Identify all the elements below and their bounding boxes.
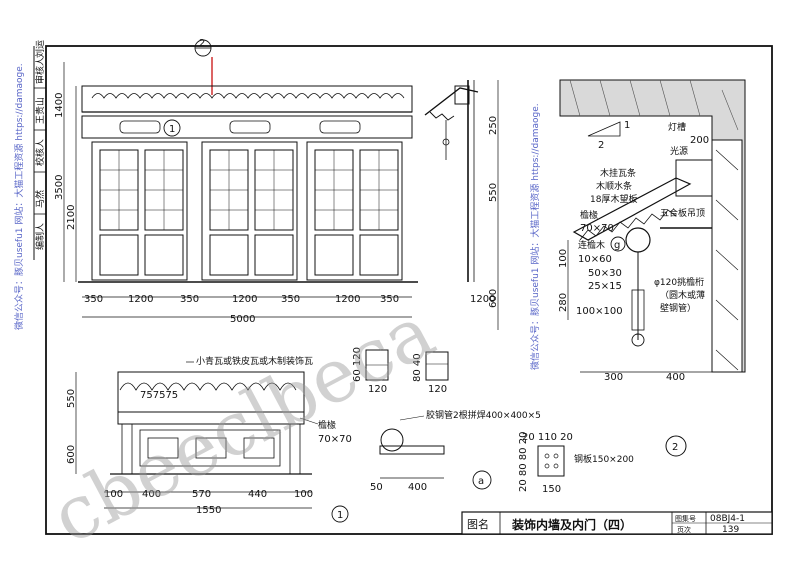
rafter-label: 檐椽 bbox=[580, 209, 598, 221]
role-compiler: 编制人 bbox=[34, 223, 46, 250]
detail2-bottom-400: 400 bbox=[666, 372, 685, 383]
top-section-dim-250: 250 bbox=[488, 116, 499, 135]
size-left-1: 25×15 bbox=[588, 281, 622, 292]
sheet-border bbox=[45, 45, 773, 535]
pipe-sub: （圆木或薄 bbox=[660, 289, 705, 301]
rafter-size: 70×70 bbox=[580, 223, 614, 234]
detail2-callout-small: g bbox=[614, 240, 620, 251]
detail1-total: 1550 bbox=[196, 505, 221, 516]
name-checker: 王贵山 bbox=[34, 97, 46, 124]
elev-height-3500: 3500 bbox=[54, 175, 65, 200]
slope-1: 1 bbox=[624, 120, 630, 131]
detail1-height-550: 550 bbox=[66, 389, 77, 408]
light-trough-width: 200 bbox=[690, 135, 709, 146]
detail2-height-280: 280 bbox=[558, 293, 569, 312]
detail1-callout: 1 bbox=[337, 510, 343, 521]
pipe-label: φ120挑檐桁 bbox=[654, 276, 704, 288]
plate-side-dims: 20 80 80 20 bbox=[518, 432, 529, 492]
plate-bottom-dim: 150 bbox=[542, 484, 561, 495]
detail1-width-0: 100 bbox=[104, 489, 123, 500]
role-checker: 校核人 bbox=[34, 139, 46, 166]
detail1-width-2: 570 bbox=[192, 489, 211, 500]
elev-width-4: 350 bbox=[281, 294, 300, 305]
small-section-2-bottom: 120 bbox=[428, 384, 447, 395]
slope-2: 2 bbox=[598, 140, 604, 151]
elev-width-1: 1200 bbox=[128, 294, 153, 305]
detail1-height-600: 600 bbox=[66, 445, 77, 464]
elev-width-3: 1200 bbox=[232, 294, 257, 305]
post-size: 100×100 bbox=[576, 306, 623, 317]
small-section-1-top: 60 120 bbox=[352, 347, 363, 382]
tile-label-2: 18厚木望板 bbox=[590, 193, 637, 205]
plate-top-dims: 20 110 20 bbox=[522, 432, 573, 443]
steel-plate: 20 110 20 20 80 80 20 150 钢板150×200 bbox=[518, 432, 634, 495]
top-section-dim-1200: 1200 bbox=[470, 294, 495, 305]
elev-width-5: 1200 bbox=[335, 294, 360, 305]
small-section-1-bottom: 120 bbox=[368, 384, 387, 395]
detail1-width-1: 400 bbox=[142, 489, 161, 500]
detail1-note: 小青瓦或铁皮瓦或木制装饰瓦 bbox=[196, 355, 313, 367]
tile-label-0: 木挂瓦条 bbox=[600, 167, 636, 179]
detail-a-callout: a bbox=[478, 476, 484, 487]
eave-section-top: 250 550 600 1200 bbox=[424, 80, 499, 330]
detail1-width-4: 100 bbox=[294, 489, 313, 500]
page-no: 139 bbox=[722, 525, 739, 535]
detail2-height-100: 100 bbox=[558, 249, 569, 268]
elev-callout-mid: 1 bbox=[169, 124, 175, 135]
light-source-label: 光源 bbox=[670, 145, 688, 157]
elev-width-2: 350 bbox=[180, 294, 199, 305]
detail-a-note: 胶钢管2根拼焊400×400×5 bbox=[426, 409, 541, 421]
title-text: 装饰内墙及内门（四） bbox=[511, 517, 632, 532]
detail-1: 小青瓦或铁皮瓦或木制装饰瓦 757575 檐椽 70×70 550 600 10… bbox=[66, 355, 352, 523]
title-block: 图名 装饰内墙及内门（四） 图集号 08BJ4-1 页次 139 bbox=[461, 511, 773, 535]
detail2-callout: 2 bbox=[672, 442, 678, 453]
left-info-strip: 编制人 马然 校核人 王贵山 审核人 刘运 bbox=[33, 40, 46, 260]
detail-2: 1 2 灯槽 200 光源 木挂瓦条 木顺水条 18厚木望板 檐椽 70×70 … bbox=[558, 79, 746, 457]
top-section-dim-600: 600 bbox=[488, 289, 499, 308]
atlas-no: 08BJ4-1 bbox=[710, 514, 745, 524]
tile-label-1: 木顺水条 bbox=[596, 180, 632, 192]
elev-width-0: 350 bbox=[84, 294, 103, 305]
role-reviewer: 审核人 bbox=[34, 57, 46, 84]
pipe-sub2: 壁钢管） bbox=[660, 302, 696, 314]
name-compiler: 马然 bbox=[34, 190, 46, 208]
detail-a-dim-50: 50 bbox=[370, 482, 383, 493]
atlas-label: 图集号 bbox=[675, 514, 696, 523]
top-section-dim-550: 550 bbox=[488, 183, 499, 202]
connect-label: 连檐木 bbox=[578, 239, 605, 251]
ceiling-label: 五合板吊顶 bbox=[660, 207, 705, 219]
plate-label: 钢板150×200 bbox=[574, 453, 634, 465]
connect-size: 10×60 bbox=[578, 254, 612, 265]
detail2-bottom-300: 300 bbox=[604, 372, 623, 383]
elev-height-2100: 2100 bbox=[66, 205, 77, 230]
light-trough-label: 灯槽 bbox=[668, 121, 686, 133]
name-reviewer: 刘运 bbox=[34, 40, 46, 58]
detail1-width-3: 440 bbox=[248, 489, 267, 500]
elev-width-6: 350 bbox=[380, 294, 399, 305]
detail1-eave-size: 70×70 bbox=[318, 434, 352, 445]
side-watermark-middle: 微信公众号：豚贝usefu1 网站：大猫工程资源 https://damaoge… bbox=[529, 103, 541, 370]
detail-a: 胶钢管2根拼焊400×400×5 50 400 a bbox=[370, 409, 541, 493]
detail-a-dim-400: 400 bbox=[408, 482, 427, 493]
side-watermark-left: 微信公众号：豚贝usefu1 网站：大猫工程资源 https://damaoge… bbox=[13, 63, 25, 330]
page-label: 页次 bbox=[677, 525, 691, 534]
big-watermark: cbeeclbeca bbox=[38, 289, 448, 561]
elev-callout-top: 2 bbox=[199, 38, 205, 49]
elev-height-1400: 1400 bbox=[54, 93, 65, 118]
detail1-small-label: 757575 bbox=[140, 390, 178, 401]
size-left-0: 50×30 bbox=[588, 268, 622, 279]
small-sections: 60 120 120 80 40 120 bbox=[352, 347, 449, 395]
small-section-2-top: 80 40 bbox=[412, 353, 423, 382]
detail1-eave-label: 檐椽 bbox=[318, 419, 336, 431]
door-elevation: 2 1 bbox=[54, 38, 418, 325]
elev-total-width: 5000 bbox=[230, 314, 255, 325]
title-label: 图名 bbox=[467, 517, 489, 531]
